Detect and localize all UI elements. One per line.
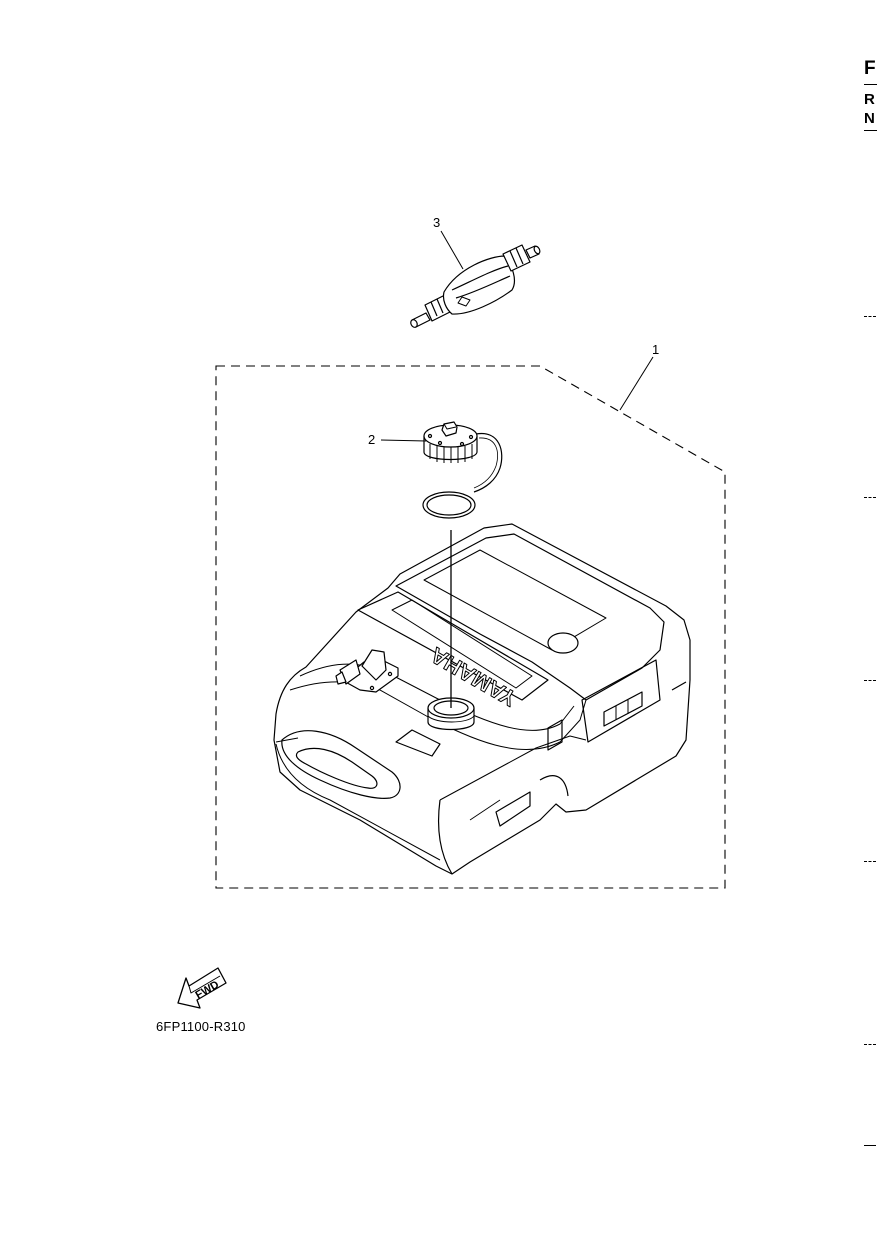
- fuel-tank-assembly-icon[interactable]: YAMAHA: [273, 523, 691, 875]
- edge-tick: [864, 680, 876, 681]
- part-ref-3[interactable]: 3: [433, 215, 440, 230]
- edge-tick-solid: [864, 1145, 876, 1146]
- part-ref-2[interactable]: 2: [368, 432, 375, 447]
- leader-line-2: [380, 439, 427, 442]
- edge-tick: [864, 861, 876, 862]
- primer-bulb-icon[interactable]: [410, 244, 542, 328]
- edge-header-letter-n: N: [864, 110, 875, 127]
- edge-header-rule-bottom: [864, 130, 877, 131]
- drawing-code: 6FP1100-R310: [156, 1019, 246, 1034]
- edge-tick: [864, 316, 876, 317]
- edge-header-rule: [864, 84, 877, 85]
- edge-tick: [864, 497, 876, 498]
- part-ref-1[interactable]: 1: [652, 342, 659, 357]
- leader-line-1: [619, 356, 654, 411]
- fuel-tank-cap-icon[interactable]: [422, 421, 503, 519]
- leader-line-3: [440, 230, 464, 270]
- edge-header-letter-f: F: [864, 58, 876, 79]
- edge-header-letter-r: R: [864, 91, 875, 108]
- forward-direction-arrow-icon: FWD: [177, 967, 227, 1009]
- edge-tick: [864, 1044, 876, 1045]
- assembly-boundary: [215, 365, 726, 889]
